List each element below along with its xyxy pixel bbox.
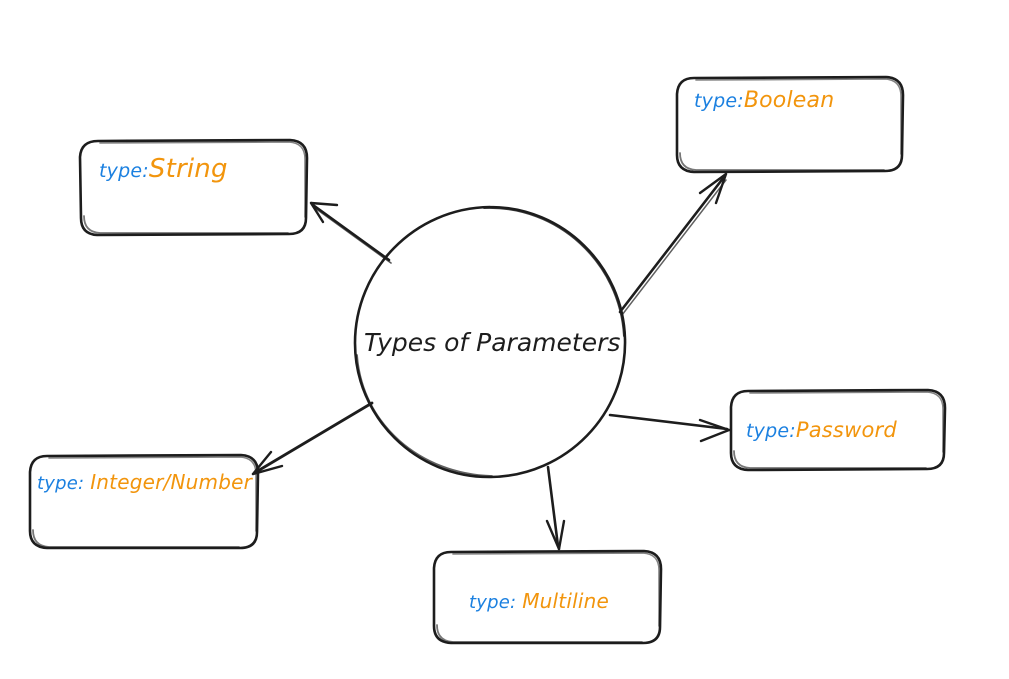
node-box-password[interactable] xyxy=(729,388,947,472)
node-key-password: type: xyxy=(746,420,796,442)
node-label-password: type:Password xyxy=(746,420,897,441)
center-node-circle[interactable] xyxy=(353,205,627,479)
node-value-password: Password xyxy=(795,418,897,442)
edge-center-to-password xyxy=(608,413,731,443)
edge-center-to-boolean xyxy=(618,172,728,316)
node-box-boolean[interactable] xyxy=(675,75,905,174)
node-key-integer: type: xyxy=(37,473,91,494)
node-label-boolean: type:Boolean xyxy=(694,90,834,112)
node-box-integer[interactable] xyxy=(28,453,260,550)
node-label-integer: type: Integer/Number xyxy=(37,472,252,493)
node-key-multiline: type: xyxy=(469,592,523,613)
node-key-string: type: xyxy=(99,160,149,182)
edge-center-to-multiline xyxy=(545,465,566,551)
node-label-multiline: type: Multiline xyxy=(469,591,609,612)
node-box-string[interactable] xyxy=(78,138,309,237)
node-label-string: type:String xyxy=(99,156,228,182)
node-box-multiline[interactable] xyxy=(432,549,663,645)
node-key-boolean: type: xyxy=(694,90,744,112)
node-value-integer: Integer/Number xyxy=(90,470,253,494)
edge-center-to-integer xyxy=(251,401,374,476)
center-node-label: Types of Parameters xyxy=(364,328,621,357)
node-value-multiline: Multiline xyxy=(522,589,609,613)
node-value-string: String xyxy=(148,154,228,184)
node-value-boolean: Boolean xyxy=(743,88,835,113)
edge-center-to-string xyxy=(309,201,392,264)
